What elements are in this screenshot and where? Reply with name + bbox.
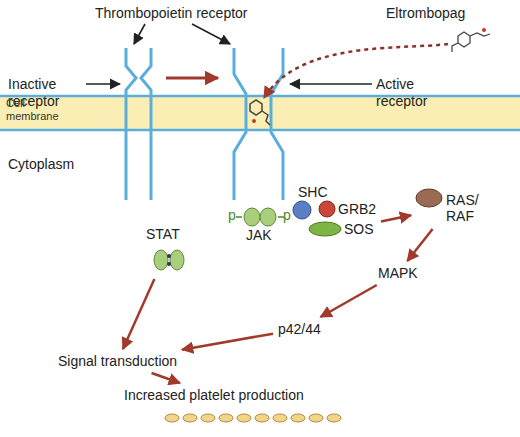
label: p	[228, 207, 236, 224]
signal-arrow	[152, 373, 180, 383]
node-text: SOS	[344, 221, 374, 237]
node-text: RAS/ RAF	[446, 192, 480, 224]
activation-arrow	[166, 77, 218, 80]
node-text: MAPK	[376, 264, 420, 282]
molecule-node: JAK	[240, 205, 280, 245]
node-text: JAK	[246, 227, 272, 243]
node-text: SHC	[298, 184, 328, 200]
molecule-node: p42/44	[276, 320, 323, 338]
label: Active receptor	[376, 76, 446, 110]
node-text: p42/44	[276, 320, 323, 338]
node-text: GRB2	[338, 201, 376, 217]
node-text: STAT	[146, 226, 180, 242]
platelets	[165, 414, 341, 422]
signal-arrow	[381, 215, 411, 221]
molecule-node: Signal transduction	[56, 352, 179, 370]
inactive-receptor	[126, 48, 151, 200]
molecule-node: Increased platelet production	[122, 386, 306, 404]
signal-arrow	[321, 285, 377, 317]
node-text: Signal transduction	[56, 352, 179, 370]
active-receptor	[234, 48, 283, 200]
eltrombopag-icon	[452, 28, 490, 52]
binding-path	[264, 44, 448, 98]
signal-arrow	[182, 334, 273, 350]
signal-arrow	[407, 229, 432, 261]
molecule-node: MAPK	[376, 264, 420, 282]
signal-arrow	[123, 279, 154, 349]
label: Cytoplasm	[8, 156, 74, 173]
molecule-node: SOS	[308, 220, 378, 239]
molecule-node: RAS/ RAF	[414, 188, 486, 226]
label: p	[283, 207, 291, 224]
molecule-node: GRB2	[318, 200, 380, 219]
membrane-band	[0, 96, 520, 130]
molecule-node: STAT	[146, 226, 188, 276]
eltrombopag-molecule	[250, 100, 270, 125]
node-text: Increased platelet production	[122, 386, 306, 404]
label: Cell membrane	[6, 97, 76, 123]
label: Thrombopoietin receptor	[95, 5, 248, 22]
label: Eltrombopag	[386, 5, 465, 22]
